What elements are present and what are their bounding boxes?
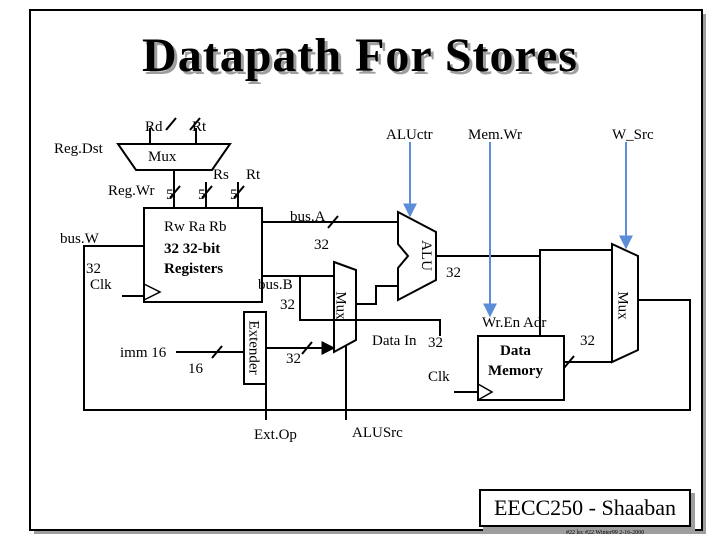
footer-main: EECC250 - Shaaban — [493, 495, 677, 520]
regfile-line1: 32 32-bit — [164, 241, 221, 257]
clk-left-label: Clk — [90, 277, 112, 293]
extop-label: Ext.Op — [254, 427, 297, 443]
slide-border — [29, 9, 703, 531]
alusrc-label: ALUSrc — [352, 425, 403, 441]
busw-width-label: 32 — [86, 261, 101, 277]
rw-ra-rb-label: Rw Ra Rb — [164, 219, 227, 235]
memwr-label: Mem.Wr — [468, 127, 522, 143]
extender-label: Extender — [245, 320, 262, 375]
imm-width-label: 16 — [188, 361, 203, 377]
width-5c-label: 5 — [230, 187, 238, 203]
datamem-clock-symbol — [477, 383, 494, 401]
data-memory — [477, 335, 565, 401]
datain-width-label: 32 — [428, 335, 443, 351]
width-5a-label: 5 — [166, 187, 174, 203]
regfile-line2: Registers — [164, 261, 224, 277]
busw-label: bus.W — [60, 231, 99, 247]
data-wires — [83, 117, 691, 420]
rt-top-label: Rt — [192, 119, 207, 135]
alusrc-mux — [333, 260, 357, 354]
regdst-mux-label: Mux — [148, 149, 177, 165]
width-5b-label: 5 — [198, 187, 206, 203]
rd-label: Rd — [145, 119, 163, 135]
alusrc-mux-label: Mux — [332, 291, 349, 320]
wsrc-mux — [611, 242, 639, 364]
rt-mid-label: Rt — [246, 167, 261, 183]
register-file — [143, 207, 263, 303]
busb-label: bus.B — [258, 277, 293, 293]
regdst-mux — [116, 143, 232, 171]
wsrc-label: W_Src — [612, 127, 654, 143]
regdst-label: Reg.Dst — [54, 141, 103, 157]
datain-label: Data In — [372, 333, 417, 349]
busb-width-label: 32 — [280, 297, 295, 313]
footer-sub: #22 lec #22 Winter99 2-16-2000 — [566, 530, 645, 536]
rs-label: Rs — [213, 167, 229, 183]
alu — [397, 210, 437, 302]
wsrc-mux-label: Mux — [614, 291, 631, 320]
datamem-line2: Memory — [488, 363, 543, 379]
imm16-label: imm 16 — [120, 345, 167, 361]
busa-width-label: 32 — [314, 237, 329, 253]
ext-width-label: 32 — [286, 351, 301, 367]
wren-adr-label: Wr.En Adr — [482, 315, 547, 331]
datamem-line1: Data — [500, 343, 531, 359]
alu-label: ALU — [417, 240, 434, 271]
clk-mem-label: Clk — [428, 369, 450, 385]
control-wires — [403, 142, 633, 318]
page-title: Datapath For Stores — [142, 29, 578, 82]
regwr-label: Reg.Wr — [108, 183, 155, 199]
datamem-width-label: 32 — [580, 333, 595, 349]
alu-width-label: 32 — [446, 265, 461, 281]
aluctr-label: ALUctr — [386, 127, 433, 143]
regfile-clock-symbol — [143, 283, 162, 301]
footer-badge: EECC250 - Shaaban — [479, 489, 691, 527]
busa-label: bus.A — [290, 209, 326, 225]
